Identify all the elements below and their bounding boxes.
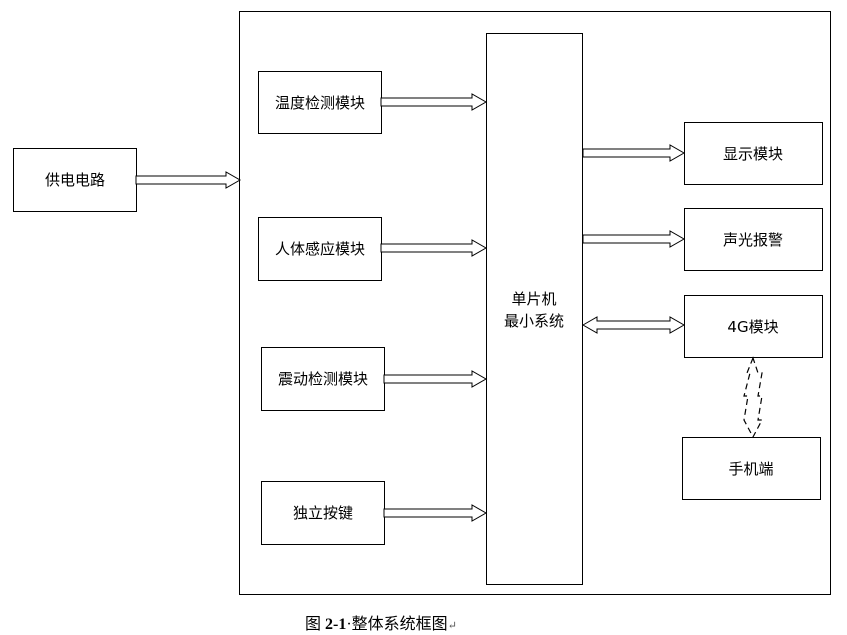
alarm-label: 声光报警 (723, 231, 783, 249)
mcu-block (486, 33, 583, 585)
temp-label: 温度检测模块 (275, 94, 365, 112)
alarm-block (684, 208, 823, 271)
button-label: 独立按键 (293, 504, 353, 522)
caption-number: 2-1 (325, 616, 347, 633)
arrow-temp-to-mcu (380, 93, 488, 111)
paragraph-mark-icon: ↵ (447, 620, 457, 632)
arrow-pir-to-mcu (380, 239, 488, 257)
phone-block (682, 437, 821, 500)
caption-prefix: 图 (305, 616, 326, 633)
arrow-mcu-4g-bidirectional (581, 316, 686, 334)
mcu-label-line2: 最小系统 (504, 312, 564, 330)
pir-label: 人体感应模块 (275, 240, 365, 258)
power-label: 供电电路 (45, 171, 105, 189)
mcu-label-line1: 单片机 (511, 290, 556, 308)
display-block (684, 122, 823, 185)
display-label: 显示模块 (723, 145, 783, 163)
system-boundary (239, 11, 831, 595)
wireless-link-4g-phone (743, 356, 763, 439)
arrow-mcu-to-alarm (582, 230, 686, 248)
arrow-vibration-to-mcu (383, 370, 488, 388)
figure-caption: 图 2-1·整体系统框图↵ (305, 610, 457, 634)
arrow-button-to-mcu (383, 504, 488, 522)
phone-label: 手机端 (728, 460, 773, 478)
caption-title: 整体系统框图 (351, 616, 448, 633)
arrow-mcu-to-display (582, 144, 686, 162)
arrow-power-to-system (135, 171, 242, 189)
module-4g-label: 4G模块 (727, 318, 778, 336)
vibration-label: 震动检测模块 (278, 370, 368, 388)
module-4g-block (684, 295, 823, 358)
caption-separator: · (346, 616, 352, 633)
